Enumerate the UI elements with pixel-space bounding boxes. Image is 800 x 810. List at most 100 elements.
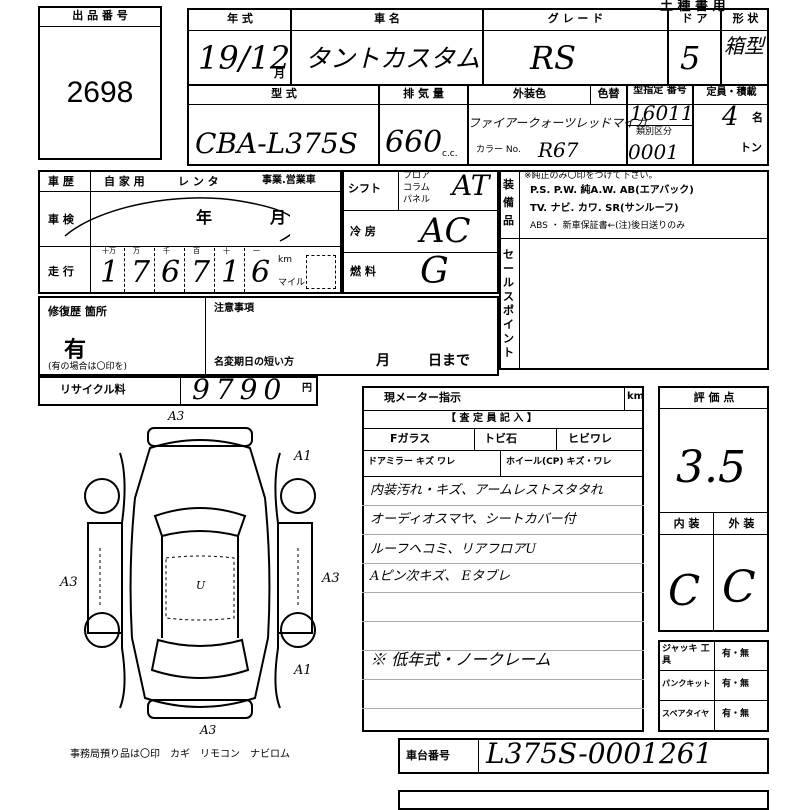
score-label: 評 価 点 [693,391,735,404]
doors-value: 5 [680,39,701,77]
equipment-block [499,170,769,370]
caution-label: 注意事項 [214,303,254,314]
damage-mark-right-rear: A1 [294,663,312,678]
odometer-digit: 1 [100,255,120,290]
fuel-value: G [420,251,449,292]
repair-value: 有 [64,338,87,363]
recycle-value: 9790 [192,373,288,406]
sales-point-label: セールスポイント [503,248,514,359]
odometer-digit: 6 [161,255,181,290]
shift-option-floor[interactable]: フロア [403,171,431,181]
year-label: 年 式 [227,12,253,25]
shift-option-column[interactable]: コラム [403,183,430,193]
deadline-month: 月 [376,353,390,369]
short-deadline: 名変期日の短い方 [214,357,294,368]
equipment-line-1: P.S. P.W. 純A.W. AB(エアバック) [530,185,694,196]
equipment-line-3: ABS ・ 新車保証書←(注)後日送りのみ [530,221,686,231]
ac-value: AC [420,211,471,251]
equipment-label: 装 備 品 [503,178,514,227]
wheel-label: ホイール(CP) キズ・ワレ [506,457,612,467]
displacement-value: 660 [385,125,443,160]
grade-label: グ レ ー ド [547,12,604,25]
odometer-unit-label: 十万 [102,247,116,255]
shift-option-panel[interactable]: パネル [403,195,431,205]
interior-grade: C [668,566,701,615]
odometer-digit: 7 [191,255,211,290]
shape-value: 箱型 [724,34,764,58]
capacity-label: 定員・積載 [706,87,757,98]
shift-block [342,170,499,294]
exterior-grade: C [722,562,756,613]
inspection-label: 車 検 [48,213,74,226]
repair-label: 修復歴 箇所 [48,305,107,318]
shape-label: 形 状 [732,12,759,25]
model-label: 型 式 [271,87,297,100]
odometer-unit-label: 万 [133,247,140,255]
tool-jack-value[interactable]: 有・無 [722,649,750,659]
score-value: 3.5 [676,442,746,493]
damage-mark-front: A3 [168,409,185,423]
car-diagram [84,427,316,719]
km-label: km [278,255,292,265]
capacity-unit: 名 [752,111,763,124]
exterior-label: 外 装 [728,517,755,530]
damage-mark-right: A3 [322,571,340,586]
odometer-digit: 7 [131,255,151,290]
shift-label: シフト [348,182,381,195]
equipment-note: ※純正のみ〇印をつけて下さい。 [524,171,658,181]
inspection-month: 月 [270,208,287,227]
recycle-label: リサイクル料 [60,383,126,396]
history-option-private[interactable]: 自 家 用 [104,175,145,188]
history-option-business[interactable]: 事業.営業車 [262,175,316,186]
inspector-label: 【 査 定 員 記 入 】 [446,413,537,424]
odometer-digit: 6 [251,255,271,290]
year-unit: 月 [274,67,285,80]
odometer-unit-label: 百 [193,247,200,255]
lot-number-label: 出 品 番 号 [72,9,128,22]
note-1: 内装汚れ・キズ、アームレストスタタれ [370,483,603,498]
color-label: 外装色 [513,87,546,100]
meter-block [362,386,644,732]
class-value: 0001 [628,140,679,164]
color-no-value: R67 [538,138,579,162]
shift-value: AT [452,169,490,202]
displacement-unit: c.c. [442,149,458,159]
chassis-value: L375S-0001261 [486,737,713,770]
color-value: ファイアークォーツレッドマイカ [468,116,648,130]
inspection-year: 年 [196,208,213,227]
bottom-box [398,790,769,810]
meter-unit: km [627,391,645,402]
lot-number: 2698 [66,76,134,109]
deadline-day: 日まで [428,353,470,369]
history-label: 車 歴 [48,175,74,188]
damage-mark-rear: A3 [200,723,217,737]
model-value: CBA-L375S [195,127,358,160]
tool-puncture-value[interactable]: 有・無 [722,679,750,689]
recycle-block [38,376,318,406]
diagram-footer: 事務局預り品は〇印 カギ リモコン ナビロム [70,749,290,760]
odometer-unit-label: 千 [163,247,170,255]
name-value: タントカスタム [305,44,481,73]
fuel-label: 燃 料 [350,265,376,278]
chassis-label: 車台番号 [406,749,450,762]
grade-value: RS [530,39,577,77]
note-4: Aピン次キズ、 Eタブレ [370,569,511,584]
tools-block [658,640,769,732]
history-block [38,170,342,294]
stone-label: トビ石 [484,432,517,445]
damage-mark-roof: U [196,579,206,592]
name-label: 車 名 [374,12,400,25]
mile-box [306,255,336,289]
capacity-value: 4 [722,102,739,132]
odometer-digit: 1 [221,255,241,290]
odometer-unit-label: 十 [223,247,230,255]
history-option-rental[interactable]: レ ン タ [178,175,219,188]
crack-label: ヒビワレ [568,432,612,445]
note-5: ※ 低年式・ノークレーム [370,650,551,669]
tool-spare-value[interactable]: 有・無 [722,709,750,719]
chassis-block [398,738,769,774]
